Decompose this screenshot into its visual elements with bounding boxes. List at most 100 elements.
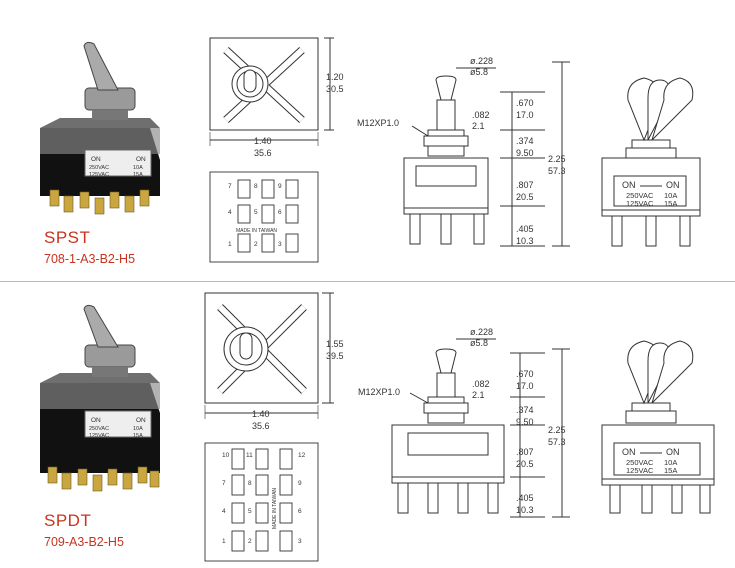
photo-voltage-2: 125VAC [89,172,109,178]
terminal-number: 3 [278,241,282,248]
switch-type-label: SPST [44,228,91,247]
total-mm: 57.3 [548,166,566,176]
photo-on-left: ON [91,156,101,163]
terminal-number: 8 [248,480,252,487]
photo-voltage-2: 125VAC [89,433,109,439]
terminal-number: 6 [298,508,302,515]
plate-on-left: ON [622,447,636,457]
width-in-value: 1.40 [254,136,272,146]
dim3-in: .374 [516,136,534,146]
dim3-in: .374 [516,405,534,415]
height-mm-value: 39.5 [326,351,344,361]
terminal-number: 6 [278,209,282,216]
plate-voltage-1: 250VAC [626,191,654,200]
thread-label: M12XP1.0 [357,118,399,128]
terminal-number: 10 [222,452,230,459]
photo-amp-2: 15A [133,172,143,178]
switch-photo: ON ON 250VAC 10A 125VAC 15A [40,41,160,215]
dim3-mm: 9.50 [516,148,534,158]
photo-on-right: ON [136,156,146,163]
terminal-number: 9 [298,480,302,487]
dim4-mm: 20.5 [516,459,534,469]
dim4-in: .807 [516,180,534,190]
terminal-number: 8 [254,183,258,190]
plate-voltage-1: 250VAC [626,458,654,467]
photo-on-left: ON [91,417,101,424]
plate-on-left: ON [622,180,636,190]
dim5-mm: 10.3 [516,505,534,515]
terminal-numbers: 7 8 9 4 5 6 1 2 3 [228,183,282,248]
row-separator [0,281,735,282]
photo-amp-1: 10A [133,426,143,432]
part-number-label: 708-1-A3-B2-H5 [44,252,136,266]
dim4-mm: 20.5 [516,192,534,202]
total-in: 2.25 [548,425,566,435]
dim1-in: .670 [516,98,534,108]
terminal-number: 1 [228,241,232,248]
width-mm-value: 35.6 [252,421,270,431]
dia-in-value: ø.228 [470,327,493,337]
dim3-mm: 9.50 [516,417,534,427]
terminal-number: 11 [246,452,253,459]
terminal-number: 12 [298,452,306,459]
plate-amp-2: 15A [664,199,677,208]
total-mm: 57.3 [548,437,566,447]
photo-amp-1: 10A [133,165,143,171]
photo-voltage-1: 250VAC [89,165,109,171]
photo-amp-2: 15A [133,433,143,439]
bottom-view-drawing [209,171,319,263]
terminal-number: 7 [222,480,226,487]
width-mm-value: 35.6 [254,148,272,158]
thread-label: M12XP1.0 [358,387,400,397]
terminal-number: 2 [254,241,258,248]
spst-drawings: ON ON 250VAC 10A 125VAC 15A [40,37,701,263]
spdt-drawings: ON ON 250VAC 10A 125VAC 15A [40,292,715,562]
dim1-mm: 17.0 [516,110,534,120]
plate-on-right: ON [666,180,680,190]
dim2-mm: 2.1 [472,121,485,131]
made-in-label: MADE IN TAIWAN [236,228,277,234]
plate-voltage-2: 125VAC [626,466,654,475]
part-number-label: 709-A3-B2-H5 [44,535,124,549]
terminal-number: 2 [248,538,252,545]
top-view-drawing [209,37,334,146]
terminal-number: 4 [222,508,226,515]
terminal-number: 7 [228,183,232,190]
dia-mm-value: ø5.8 [470,338,488,348]
bottom-view-drawing [204,442,319,562]
plate-voltage-2: 125VAC [626,199,654,208]
height-mm-value: 30.5 [326,84,344,94]
width-in-value: 1.40 [252,409,270,419]
dia-mm-value: ø5.8 [470,67,488,77]
dim1-mm: 17.0 [516,381,534,391]
terminal-number: 4 [228,209,232,216]
made-in-label: MADE IN TAIWAN [272,488,278,529]
dim5-in: .405 [516,224,534,234]
plate-amp-1: 10A [664,458,677,467]
terminal-numbers: 10 11 12 7 8 9 4 5 6 1 2 3 [222,452,306,545]
terminal-number: 5 [254,209,258,216]
dim1-in: .670 [516,369,534,379]
dia-in-value: ø.228 [470,56,493,66]
dim2-mm: 2.1 [472,390,485,400]
dim2-in: .082 [472,379,490,389]
dim5-in: .405 [516,493,534,503]
terminal-number: 5 [248,508,252,515]
photo-voltage-1: 250VAC [89,426,109,432]
front-view-drawing [601,340,715,514]
dim4-in: .807 [516,447,534,457]
side-view-drawing [403,61,570,247]
front-view-drawing [601,77,701,247]
top-view-drawing [204,292,334,419]
terminal-number: 3 [298,538,302,545]
plate-amp-1: 10A [664,191,677,200]
switch-photo: ON ON 250VAC 10A 125VAC 15A [40,304,160,492]
photo-on-right: ON [136,417,146,424]
plate-amp-2: 15A [664,466,677,475]
spdt-row: SPDT 709-A3-B2-H5 ON ON 250VAC 10A 125VA… [0,283,735,568]
switch-type-label: SPDT [44,511,92,530]
total-in: 2.25 [548,154,566,164]
dim5-mm: 10.3 [516,236,534,246]
dim2-in: .082 [472,110,490,120]
terminal-number: 9 [278,183,282,190]
